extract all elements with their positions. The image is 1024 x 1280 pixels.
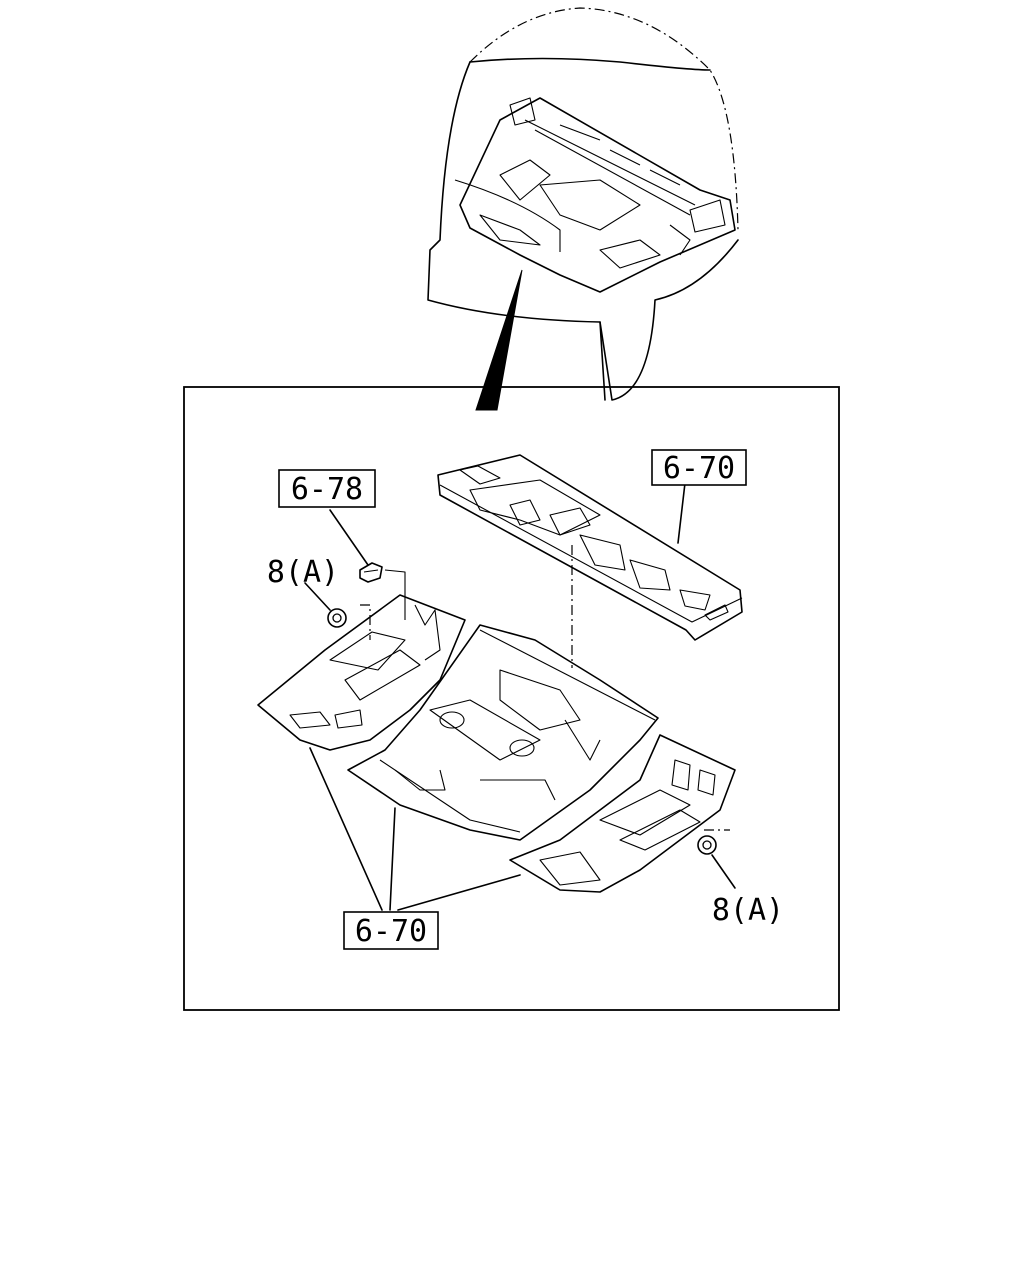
cab-overview: [427, 7, 739, 401]
detail-frame: [183, 386, 840, 1011]
center-floor-panel: [347, 624, 659, 841]
callout-box-panels-bottom: [343, 911, 439, 950]
rear-floor-panel: [437, 454, 743, 641]
right-floor-panel: [509, 734, 736, 893]
leader-lines: [304, 482, 736, 911]
left-floor-panel: [257, 569, 466, 751]
nut-right-icon: [697, 835, 717, 855]
callout-panel-top: 6-70: [663, 451, 735, 486]
callout-nut-right: 8(A): [712, 893, 784, 928]
callout-panels-bottom: 6-70: [355, 914, 427, 949]
callout-box-panel-top: [651, 449, 747, 486]
callout-nut-left: 8(A): [267, 555, 339, 590]
pointer-arrow: [475, 269, 523, 411]
clip-icon: [359, 562, 383, 583]
nut-left-icon: [327, 608, 347, 628]
callout-box-clip: [278, 469, 376, 508]
callout-clip: 6-78: [291, 472, 363, 507]
